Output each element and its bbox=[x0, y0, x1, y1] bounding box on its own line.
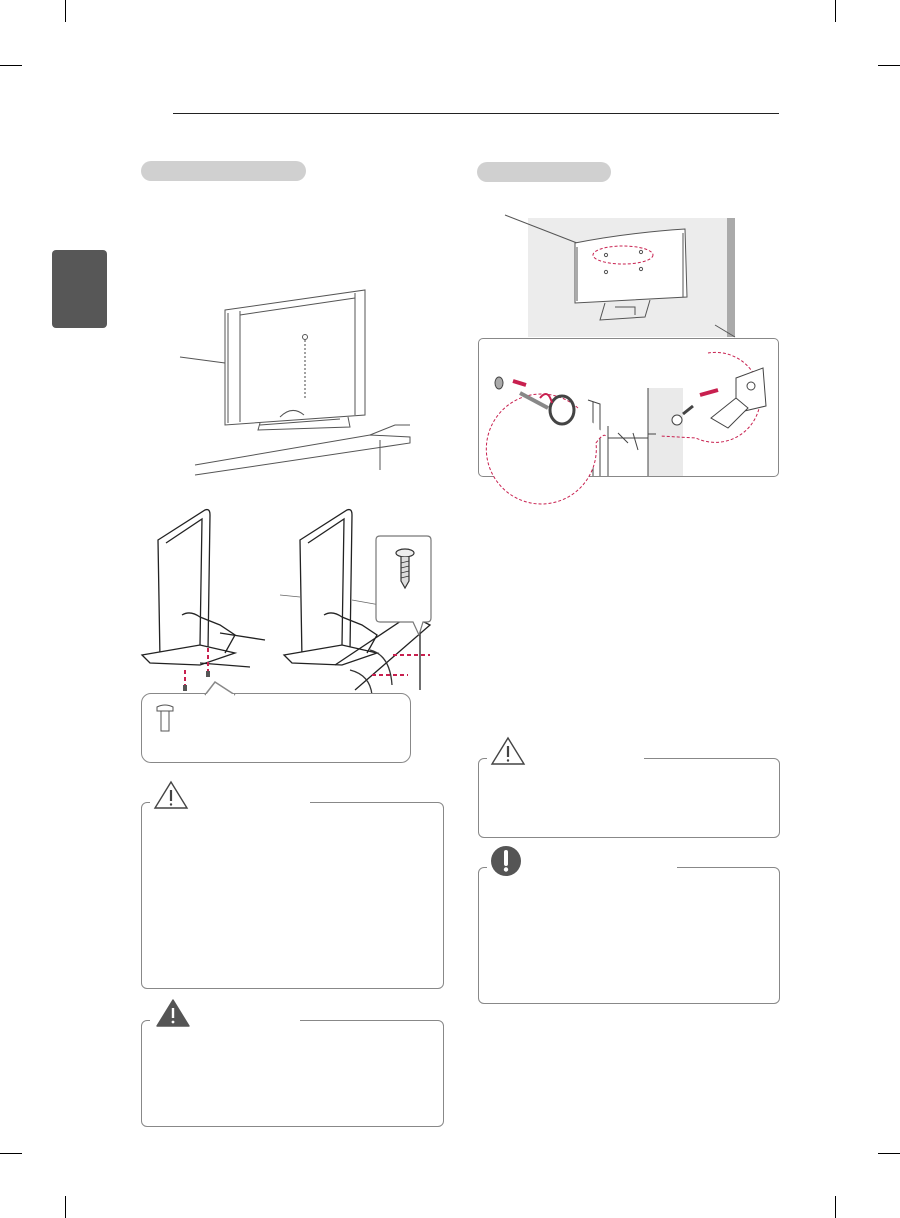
caution-box-title-gap bbox=[150, 799, 310, 805]
tv-against-wall-figure bbox=[504, 214, 736, 338]
warning-filled-triangle-icon bbox=[156, 999, 190, 1027]
eye-bolt-bracket-illustration bbox=[485, 351, 767, 505]
wall-bracket-icon bbox=[671, 367, 767, 429]
note-box bbox=[478, 867, 780, 1004]
crop-mark bbox=[65, 0, 66, 22]
header-rule bbox=[173, 113, 779, 114]
left-section-header bbox=[141, 161, 306, 181]
crop-mark bbox=[835, 1196, 836, 1218]
caution-box bbox=[141, 802, 444, 989]
bolt-icon bbox=[156, 704, 174, 732]
crop-mark bbox=[835, 0, 836, 22]
crop-mark bbox=[0, 65, 22, 66]
caution-box-right-title-gap bbox=[487, 755, 644, 761]
screw-icon bbox=[395, 548, 415, 590]
caution-triangle-icon bbox=[153, 780, 189, 809]
warning-box-title-gap bbox=[150, 1017, 300, 1023]
right-section-header bbox=[477, 162, 611, 182]
note-exclamation-circle-icon bbox=[491, 846, 521, 876]
section-tab bbox=[52, 250, 107, 328]
crop-mark bbox=[0, 1153, 22, 1154]
crop-mark bbox=[65, 1196, 66, 1218]
note-box-title-gap bbox=[487, 864, 677, 870]
bolt-callout-pointer bbox=[204, 680, 236, 697]
eye-bolt-icon bbox=[494, 376, 576, 426]
crop-mark bbox=[878, 1153, 900, 1154]
tv-on-table-screw-figure bbox=[179, 289, 411, 476]
bolt-callout bbox=[141, 693, 411, 763]
tv-stand-fix-to-table-figure bbox=[140, 508, 432, 696]
warning-box bbox=[141, 1020, 444, 1127]
caution-box-right bbox=[478, 758, 780, 838]
screw-callout bbox=[375, 535, 432, 637]
crop-mark bbox=[878, 65, 900, 66]
caution-triangle-icon bbox=[490, 736, 526, 765]
